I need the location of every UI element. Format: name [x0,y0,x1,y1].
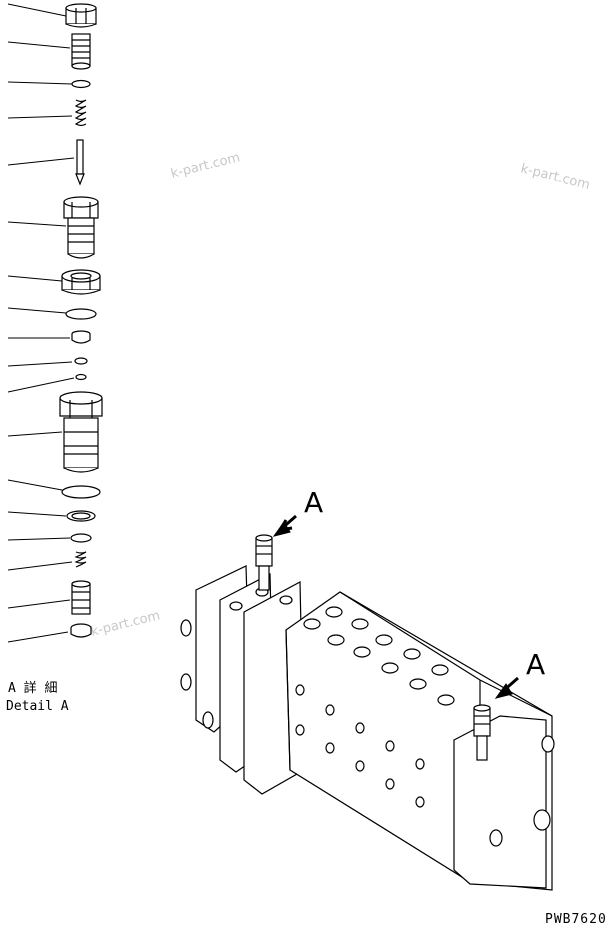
drawing-code: PWB7620 [545,912,607,927]
leader-line-13 [7,479,63,491]
detail-arrows [272,514,519,699]
part-ring-tiny [75,373,87,381]
leader-lines [7,3,75,643]
leader-line-3 [7,81,73,85]
leader-line-8 [7,307,67,314]
part-plug [71,33,91,70]
part-ring-small [74,357,88,365]
relief-valve-right [473,704,491,761]
part-poppet-needle [75,139,85,186]
valve-side-holes [295,684,425,808]
part-cap-nut [65,3,97,28]
parts-column [59,3,103,638]
arrow-label-2: A [526,648,545,681]
control-valve-assembly [180,534,555,891]
part-o-ring-small [71,79,91,89]
part-spring-small [74,551,87,568]
leader-line-14 [7,511,67,517]
arrow-label-1: A [304,486,323,519]
part-sleeve [59,391,103,473]
leader-line-15 [7,537,71,541]
leader-line-5 [7,157,75,166]
part-o-ring-large [61,485,101,499]
detail-label-en: Detail A [6,699,69,714]
part-seat [70,623,92,638]
part-poppet [71,330,91,344]
part-piston [71,580,91,615]
leader-line-6 [7,221,67,227]
relief-valve-left [255,534,273,591]
leader-line-17 [7,599,71,609]
leader-line-4 [7,115,73,119]
part-lock-nut [61,269,101,295]
leader-line-11 [7,377,75,393]
part-o-ring-medium [65,308,97,320]
leader-line-16 [7,561,73,571]
leader-line-10 [7,361,73,367]
arrow-left [272,514,297,537]
part-spring [74,99,87,127]
part-backup-ring [66,510,96,522]
valve-end-section-right [453,715,547,889]
watermark-1: k-part.com [169,150,241,182]
part-ring-mid [70,533,92,543]
valve-side-ports [180,619,214,729]
part-valve-body [63,196,99,259]
leader-line-2 [7,41,71,49]
valve-top-holes [229,587,455,706]
detail-label-jp: A 詳 細 [8,680,57,696]
leader-line-7 [7,275,63,282]
leader-line-12 [7,431,63,437]
watermark-2: k-part.com [519,161,591,193]
leader-line-18 [7,631,69,643]
leader-line-1 [7,3,67,17]
arrow-right [494,676,519,699]
watermark-3: k-part.com [89,608,161,640]
